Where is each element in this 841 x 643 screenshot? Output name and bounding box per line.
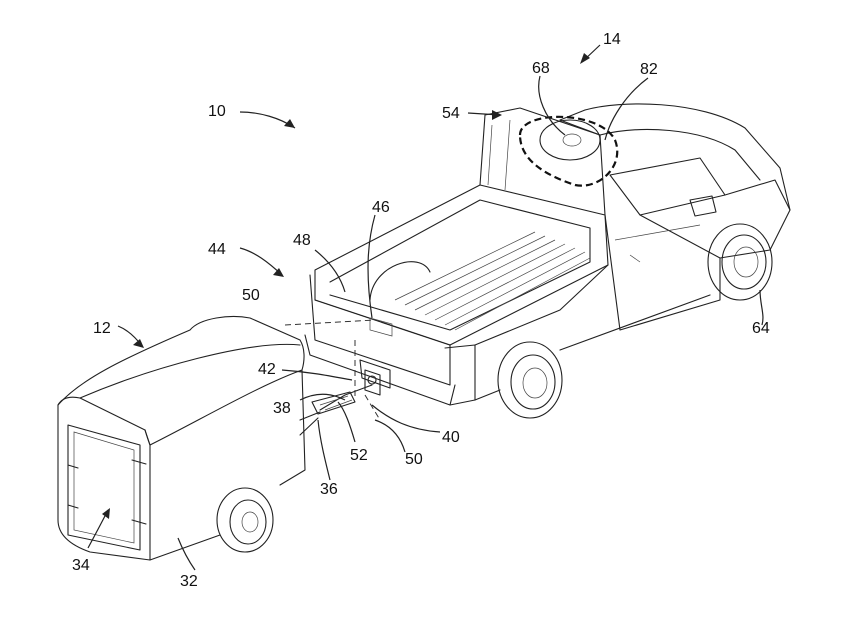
ref-36: 36 [320, 481, 338, 498]
ref-54: 54 [442, 105, 460, 122]
ref-38: 38 [273, 400, 291, 417]
ref-10: 10 [208, 103, 226, 120]
truck [304, 103, 791, 419]
ref-50-upper: 50 [242, 287, 260, 304]
ref-82: 82 [640, 61, 658, 78]
ref-34: 34 [72, 557, 90, 574]
ref-68: 68 [532, 60, 550, 77]
ref-50-lower: 50 [405, 451, 423, 468]
ref-40: 40 [442, 429, 460, 446]
ref-44: 44 [208, 241, 226, 258]
ref-46: 46 [372, 199, 390, 216]
ref-12: 12 [93, 320, 111, 337]
ref-52: 52 [350, 447, 368, 464]
trailer [57, 315, 321, 561]
ref-32: 32 [180, 573, 198, 590]
leader-lines [87, 44, 764, 571]
hitch-assembly [284, 319, 381, 421]
ref-14: 14 [603, 31, 621, 48]
ref-42: 42 [258, 361, 276, 378]
reference-numerals: 14 68 82 10 54 46 48 44 50 12 64 42 38 4… [72, 31, 770, 590]
ref-48: 48 [293, 232, 311, 249]
ref-64: 64 [752, 320, 770, 337]
